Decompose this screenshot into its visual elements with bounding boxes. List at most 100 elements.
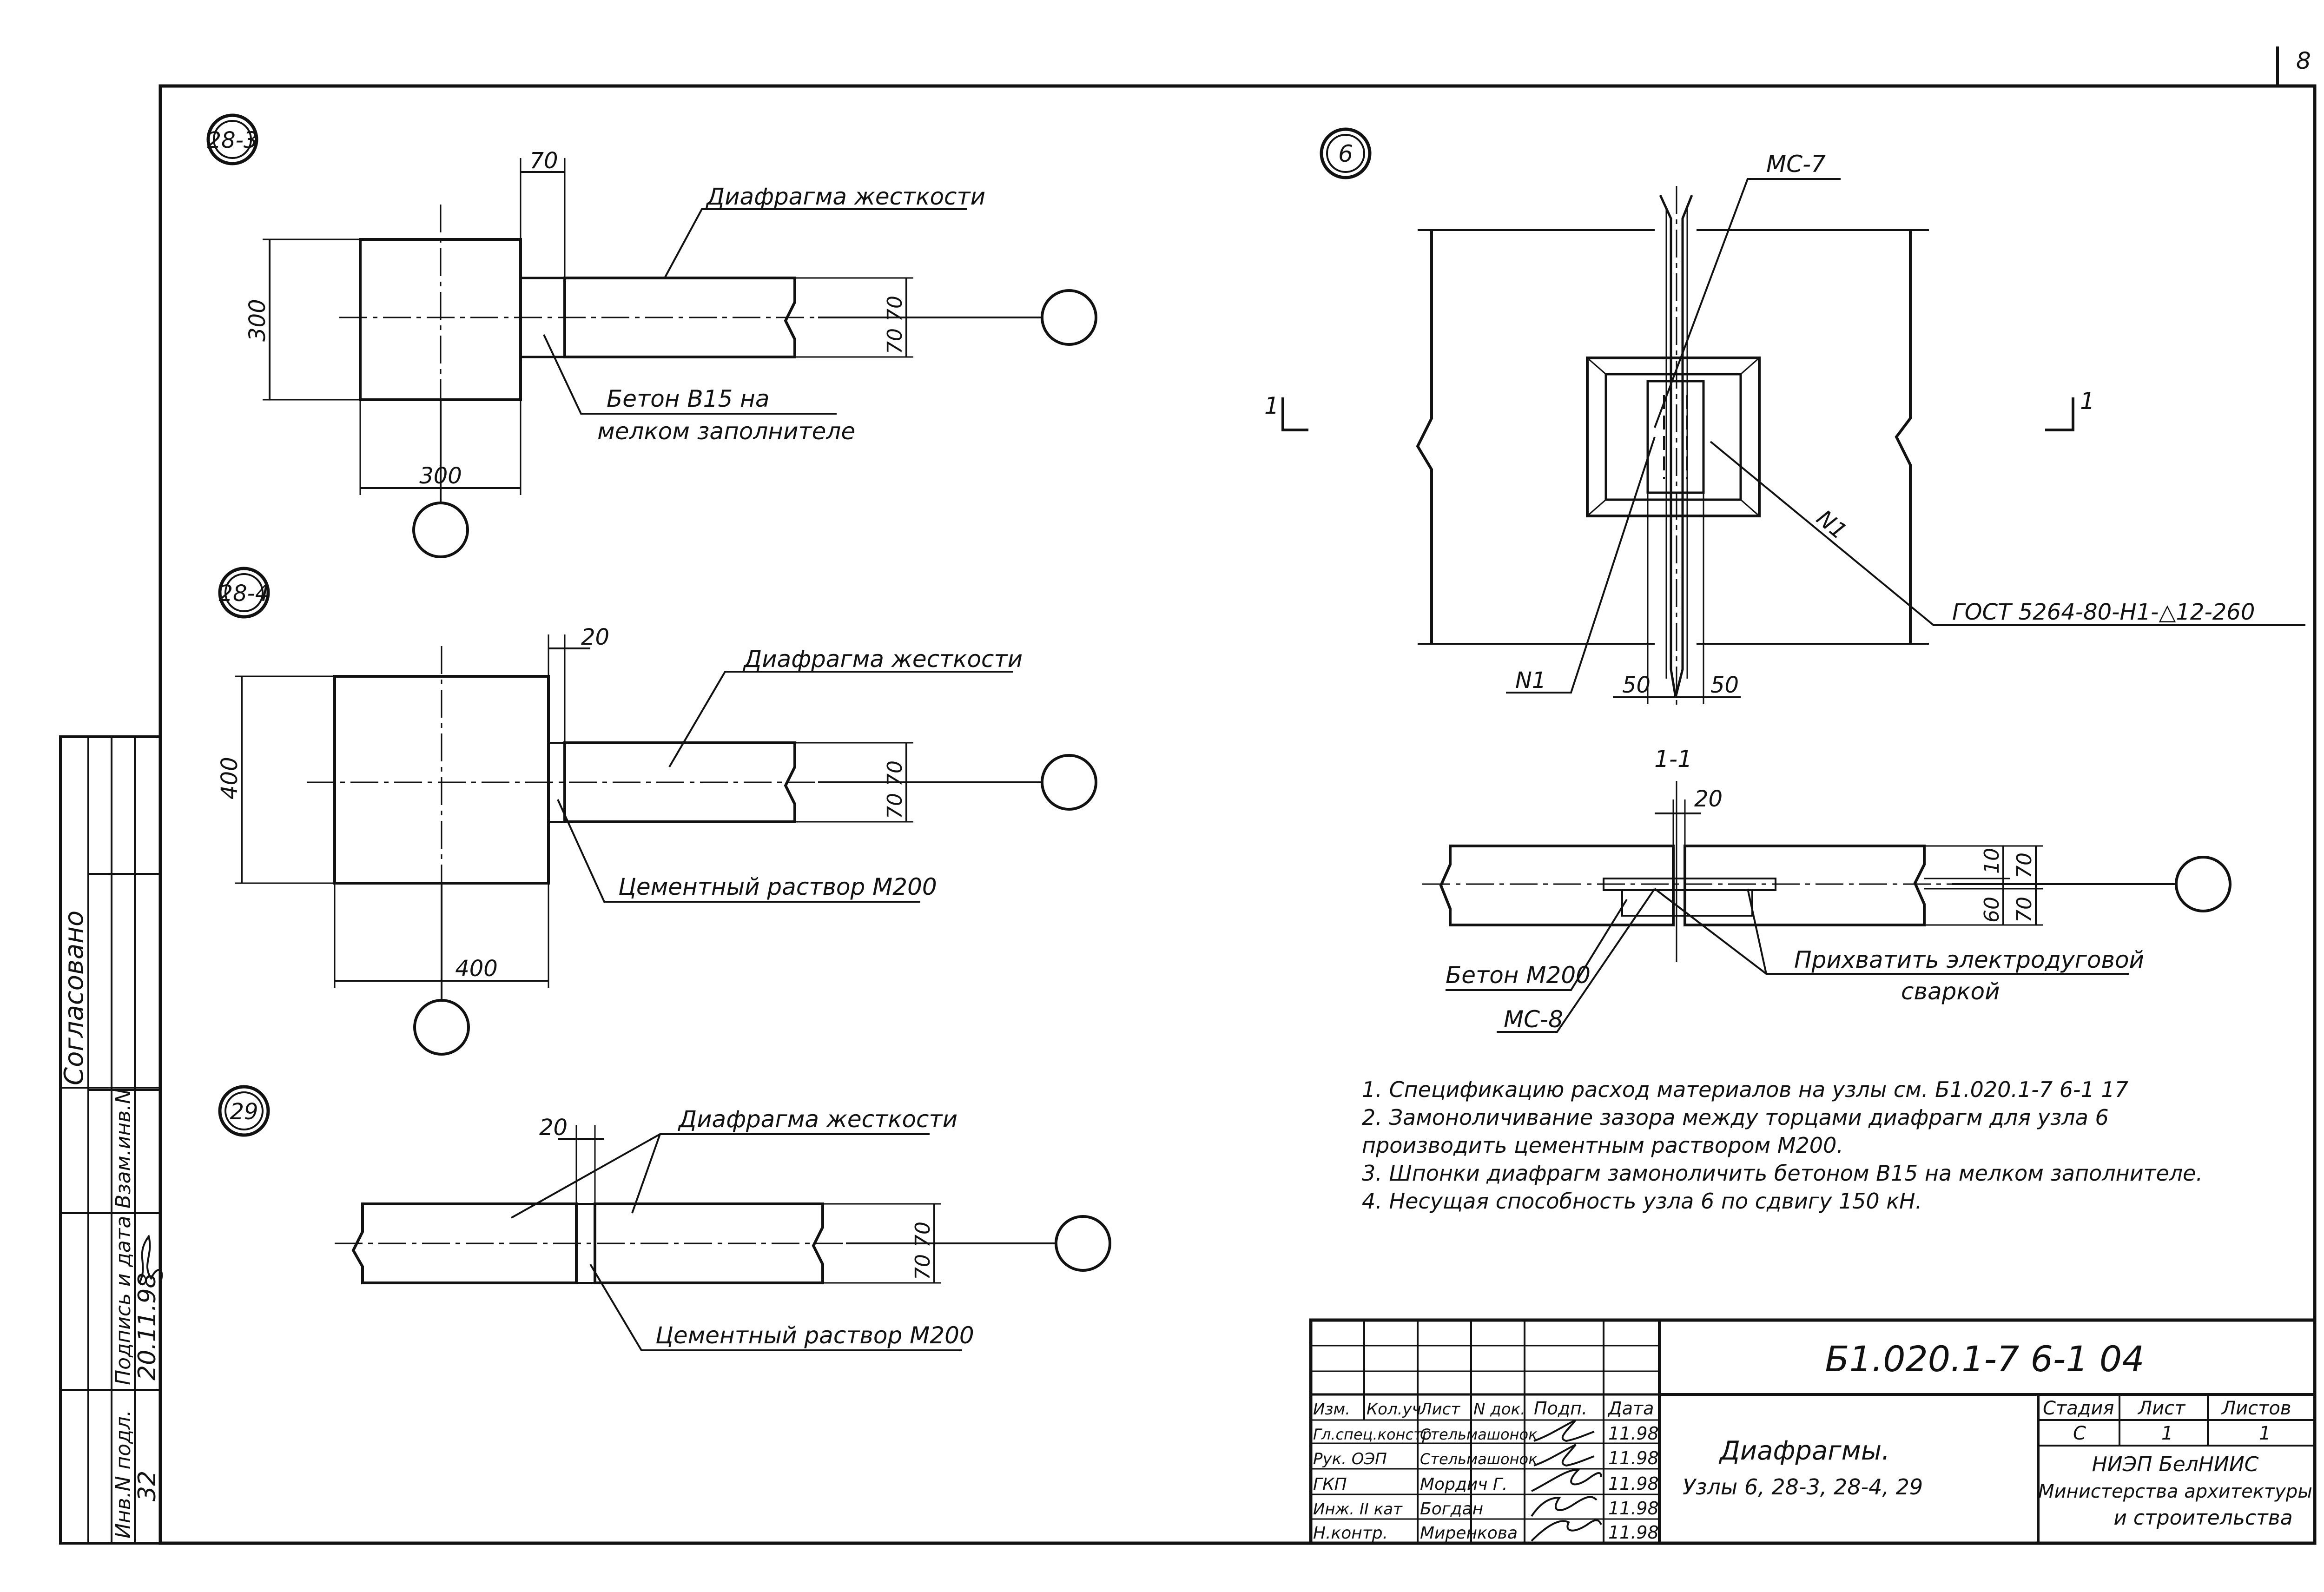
note-4: 4. Несущая способность узла 6 по сдвигу … bbox=[1362, 1189, 1922, 1214]
sec-dim-b: 70 bbox=[2013, 852, 2036, 879]
diaphragm-slab bbox=[563, 277, 796, 358]
sec-dim-a: 10 bbox=[1980, 848, 2004, 874]
tb-name-2: Стельмашонок bbox=[1420, 1450, 1538, 1468]
tb-h-data: Дата bbox=[1607, 1398, 1654, 1419]
signature-3 bbox=[1531, 1469, 1602, 1492]
tb-h-podp: Подп. bbox=[1534, 1398, 1587, 1419]
plan-dim-left: 50 bbox=[1622, 672, 1651, 698]
side-stamp: Согласовано Взам.инв.N Подпись и дата Ин… bbox=[59, 735, 163, 1545]
node-6-marker: 6 bbox=[1338, 140, 1353, 167]
diaphragm-right bbox=[594, 1202, 824, 1284]
label-diaphragm: Диафрагма жесткости bbox=[706, 183, 985, 210]
tb-date-5: 11.98 bbox=[1608, 1522, 1659, 1543]
label-weld-2: сваркой bbox=[1901, 978, 2000, 1005]
node-28-4-marker: 28-4 bbox=[219, 581, 270, 607]
tb-date-4: 11.98 bbox=[1608, 1498, 1659, 1519]
sec-dim-top: 20 bbox=[1694, 786, 1723, 812]
inv-replace-label: Взам.инв.N bbox=[112, 1089, 135, 1209]
label-n1-left: N1 bbox=[1515, 667, 1546, 694]
org-line-1: НИЭП БелНИИС bbox=[2092, 1453, 2259, 1476]
tb-name-4: Богдан bbox=[1420, 1500, 1483, 1519]
stage-h-stadia: Стадия bbox=[2043, 1398, 2114, 1419]
diaphragm-slab bbox=[563, 741, 796, 823]
sheet-title: Диафрагмы. bbox=[1718, 1436, 1890, 1466]
note-2: 2. Замоноличивание зазора между торцами … bbox=[1362, 1105, 2109, 1130]
dim-bottom-300: 300 bbox=[419, 463, 462, 489]
signature-5 bbox=[1531, 1519, 1602, 1542]
tb-role-1: Гл.спец.констр bbox=[1313, 1426, 1432, 1443]
section-right-panel bbox=[1684, 845, 1926, 926]
node-28-4: 28-4 400 400 20 70 70 Диафрагма жесткост… bbox=[217, 567, 1097, 1056]
node-29: 29 20 70 70 Диафрагма жесткости Цементны… bbox=[218, 1085, 1111, 1351]
section-mark-left: 1 bbox=[1264, 392, 1279, 419]
page-number: 8 bbox=[2296, 47, 2311, 74]
sec-dim-d: 70 bbox=[2013, 897, 2036, 923]
title-block: Изм. Кол.уч Лист N док. Подп. Дата Гл.сп… bbox=[1309, 1318, 2317, 1545]
sheet-subtitle: Узлы 6, 28-3, 28-4, 29 bbox=[1683, 1474, 1923, 1500]
splice-plate bbox=[1646, 380, 1705, 494]
dim-top-70: 70 bbox=[529, 148, 558, 174]
section-mark-right: 1 bbox=[2080, 388, 2095, 415]
label-concrete-1: Бетон В15 на bbox=[607, 385, 770, 412]
label-diaphragm: Диафрагма жесткости bbox=[678, 1106, 957, 1133]
section-title: 1-1 bbox=[1654, 746, 1692, 773]
sign-date-value: 20.11.98 bbox=[133, 1273, 161, 1381]
inv-orig-label: Инв.N подл. bbox=[112, 1410, 135, 1539]
section-concrete-key bbox=[1621, 889, 1753, 917]
tb-role-5: Н.контр. bbox=[1313, 1524, 1388, 1543]
tb-role-4: Инж. II кат bbox=[1313, 1500, 1403, 1519]
tb-name-3: Мордич Г. bbox=[1420, 1475, 1507, 1494]
label-mc8: МС-8 bbox=[1504, 1006, 1563, 1033]
tb-role-2: Рук. ОЭП bbox=[1313, 1450, 1387, 1468]
tb-role-3: ГКП bbox=[1313, 1475, 1347, 1494]
node-29-marker: 29 bbox=[230, 1099, 258, 1125]
tb-h-ndok: N док. bbox=[1473, 1400, 1525, 1419]
signature-4 bbox=[1531, 1496, 1598, 1517]
label-n1-right: N1 bbox=[1811, 505, 1852, 545]
dim-top-20: 20 bbox=[539, 1115, 568, 1141]
note-2b: производить цементным раствором М200. bbox=[1362, 1133, 1843, 1158]
label-mortar: Цементный раствор М200 bbox=[655, 1322, 974, 1349]
dim-bottom-400: 400 bbox=[455, 956, 498, 982]
side-signature bbox=[139, 1234, 163, 1283]
dim-left-400: 400 bbox=[217, 757, 243, 799]
label-mortar: Цементный раствор М200 bbox=[618, 873, 937, 900]
tb-date-1: 11.98 bbox=[1608, 1423, 1659, 1444]
note-1: 1. Спецификацию расход материалов на узл… bbox=[1362, 1077, 2128, 1102]
label-concrete-m200: Бетон М200 bbox=[1446, 962, 1591, 989]
label-diaphragm: Диафрагма жесткости bbox=[743, 646, 1023, 673]
dim-right-70-70: 70 70 bbox=[911, 1222, 935, 1280]
org-line-2: Министерства архитектуры bbox=[2038, 1481, 2312, 1502]
plan-dim-right: 50 bbox=[1710, 672, 1739, 698]
signature-1 bbox=[1533, 1419, 1595, 1442]
stage-v-stadia: С bbox=[2073, 1423, 2086, 1444]
label-mc7: МС-7 bbox=[1766, 151, 1826, 178]
embedded-plate-mc7 bbox=[1586, 357, 1761, 517]
gost-weld: ГОСТ 5264-80-Н1-△12-260 bbox=[1952, 599, 2255, 625]
document-code: Б1.020.1-7 6-1 04 bbox=[1825, 1338, 2144, 1380]
inv-orig-value: 32 bbox=[133, 1471, 161, 1501]
tb-date-3: 11.98 bbox=[1608, 1473, 1659, 1494]
agreed-label: Согласовано bbox=[59, 911, 89, 1085]
dim-top-20: 20 bbox=[581, 624, 609, 650]
tb-name-1: Стельмашонок bbox=[1420, 1426, 1538, 1443]
stage-v-list: 1 bbox=[2161, 1423, 2173, 1444]
node-28-3: 28-3 300 300 70 70 70 Диафрагма жесткост… bbox=[206, 113, 1097, 558]
dim-left-300: 300 bbox=[244, 299, 271, 342]
stage-h-list: Лист bbox=[2137, 1398, 2186, 1419]
tb-h-list: Лист bbox=[1419, 1400, 1460, 1419]
tb-date-2: 11.98 bbox=[1608, 1448, 1659, 1468]
sec-dim-c: 60 bbox=[1980, 897, 2004, 923]
org-line-3: и строительства bbox=[2113, 1506, 2292, 1530]
label-weld-1: Прихватить электродуговой bbox=[1794, 946, 2144, 973]
signature-2 bbox=[1533, 1444, 1595, 1467]
tb-h-izm: Изм. bbox=[1313, 1400, 1350, 1419]
stage-v-listov: 1 bbox=[2259, 1423, 2271, 1444]
dim-right-70-70: 70 70 bbox=[883, 760, 907, 819]
node-28-3-marker: 28-3 bbox=[207, 127, 258, 153]
notes: 1. Спецификацию расход материалов на узл… bbox=[1362, 1077, 2203, 1214]
note-3: 3. Шпонки диафрагм замоноличить бетоном … bbox=[1362, 1161, 2203, 1186]
tb-name-5: Миренкова bbox=[1420, 1524, 1518, 1543]
stage-h-listov: Листов bbox=[2221, 1398, 2291, 1419]
